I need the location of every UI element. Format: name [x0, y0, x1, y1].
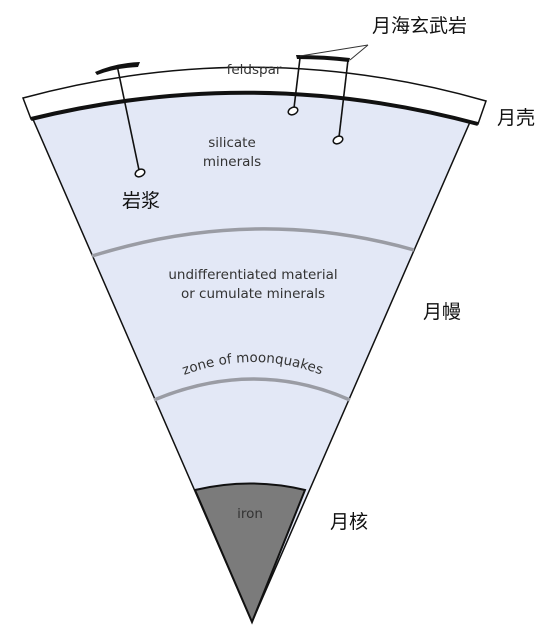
mare-basalt-label: 月海玄武岩	[372, 15, 467, 37]
magma-pocket	[134, 168, 146, 178]
crust-mantle-boundary	[30, 90, 479, 126]
magma-label: 岩浆	[122, 190, 160, 212]
upper-mantle-boundary	[91, 227, 415, 258]
undifferentiated-label-line2: or cumulate minerals	[181, 286, 325, 302]
core-label: 月核	[330, 511, 368, 533]
leader-line	[349, 44, 369, 61]
iron-core	[193, 482, 307, 625]
magma-pocket	[287, 106, 299, 116]
magma-pocket	[332, 135, 344, 145]
mare-basalt-patch	[296, 55, 350, 62]
moonquake-zone-boundary	[153, 377, 351, 402]
iron-label: iron	[237, 506, 263, 522]
feldspar-label: feldspar	[227, 62, 282, 78]
mantle-label: 月幔	[423, 301, 461, 323]
magma-dike	[293, 57, 301, 109]
silicate-label-line1: silicate	[208, 135, 256, 151]
leader-line	[299, 44, 369, 57]
magma-dike	[338, 59, 349, 138]
undifferentiated-label-line1: undifferentiated material	[168, 267, 337, 283]
crust-label: 月壳	[497, 107, 535, 129]
magma-dike	[116, 64, 140, 171]
silicate-label-line2: minerals	[203, 154, 261, 170]
